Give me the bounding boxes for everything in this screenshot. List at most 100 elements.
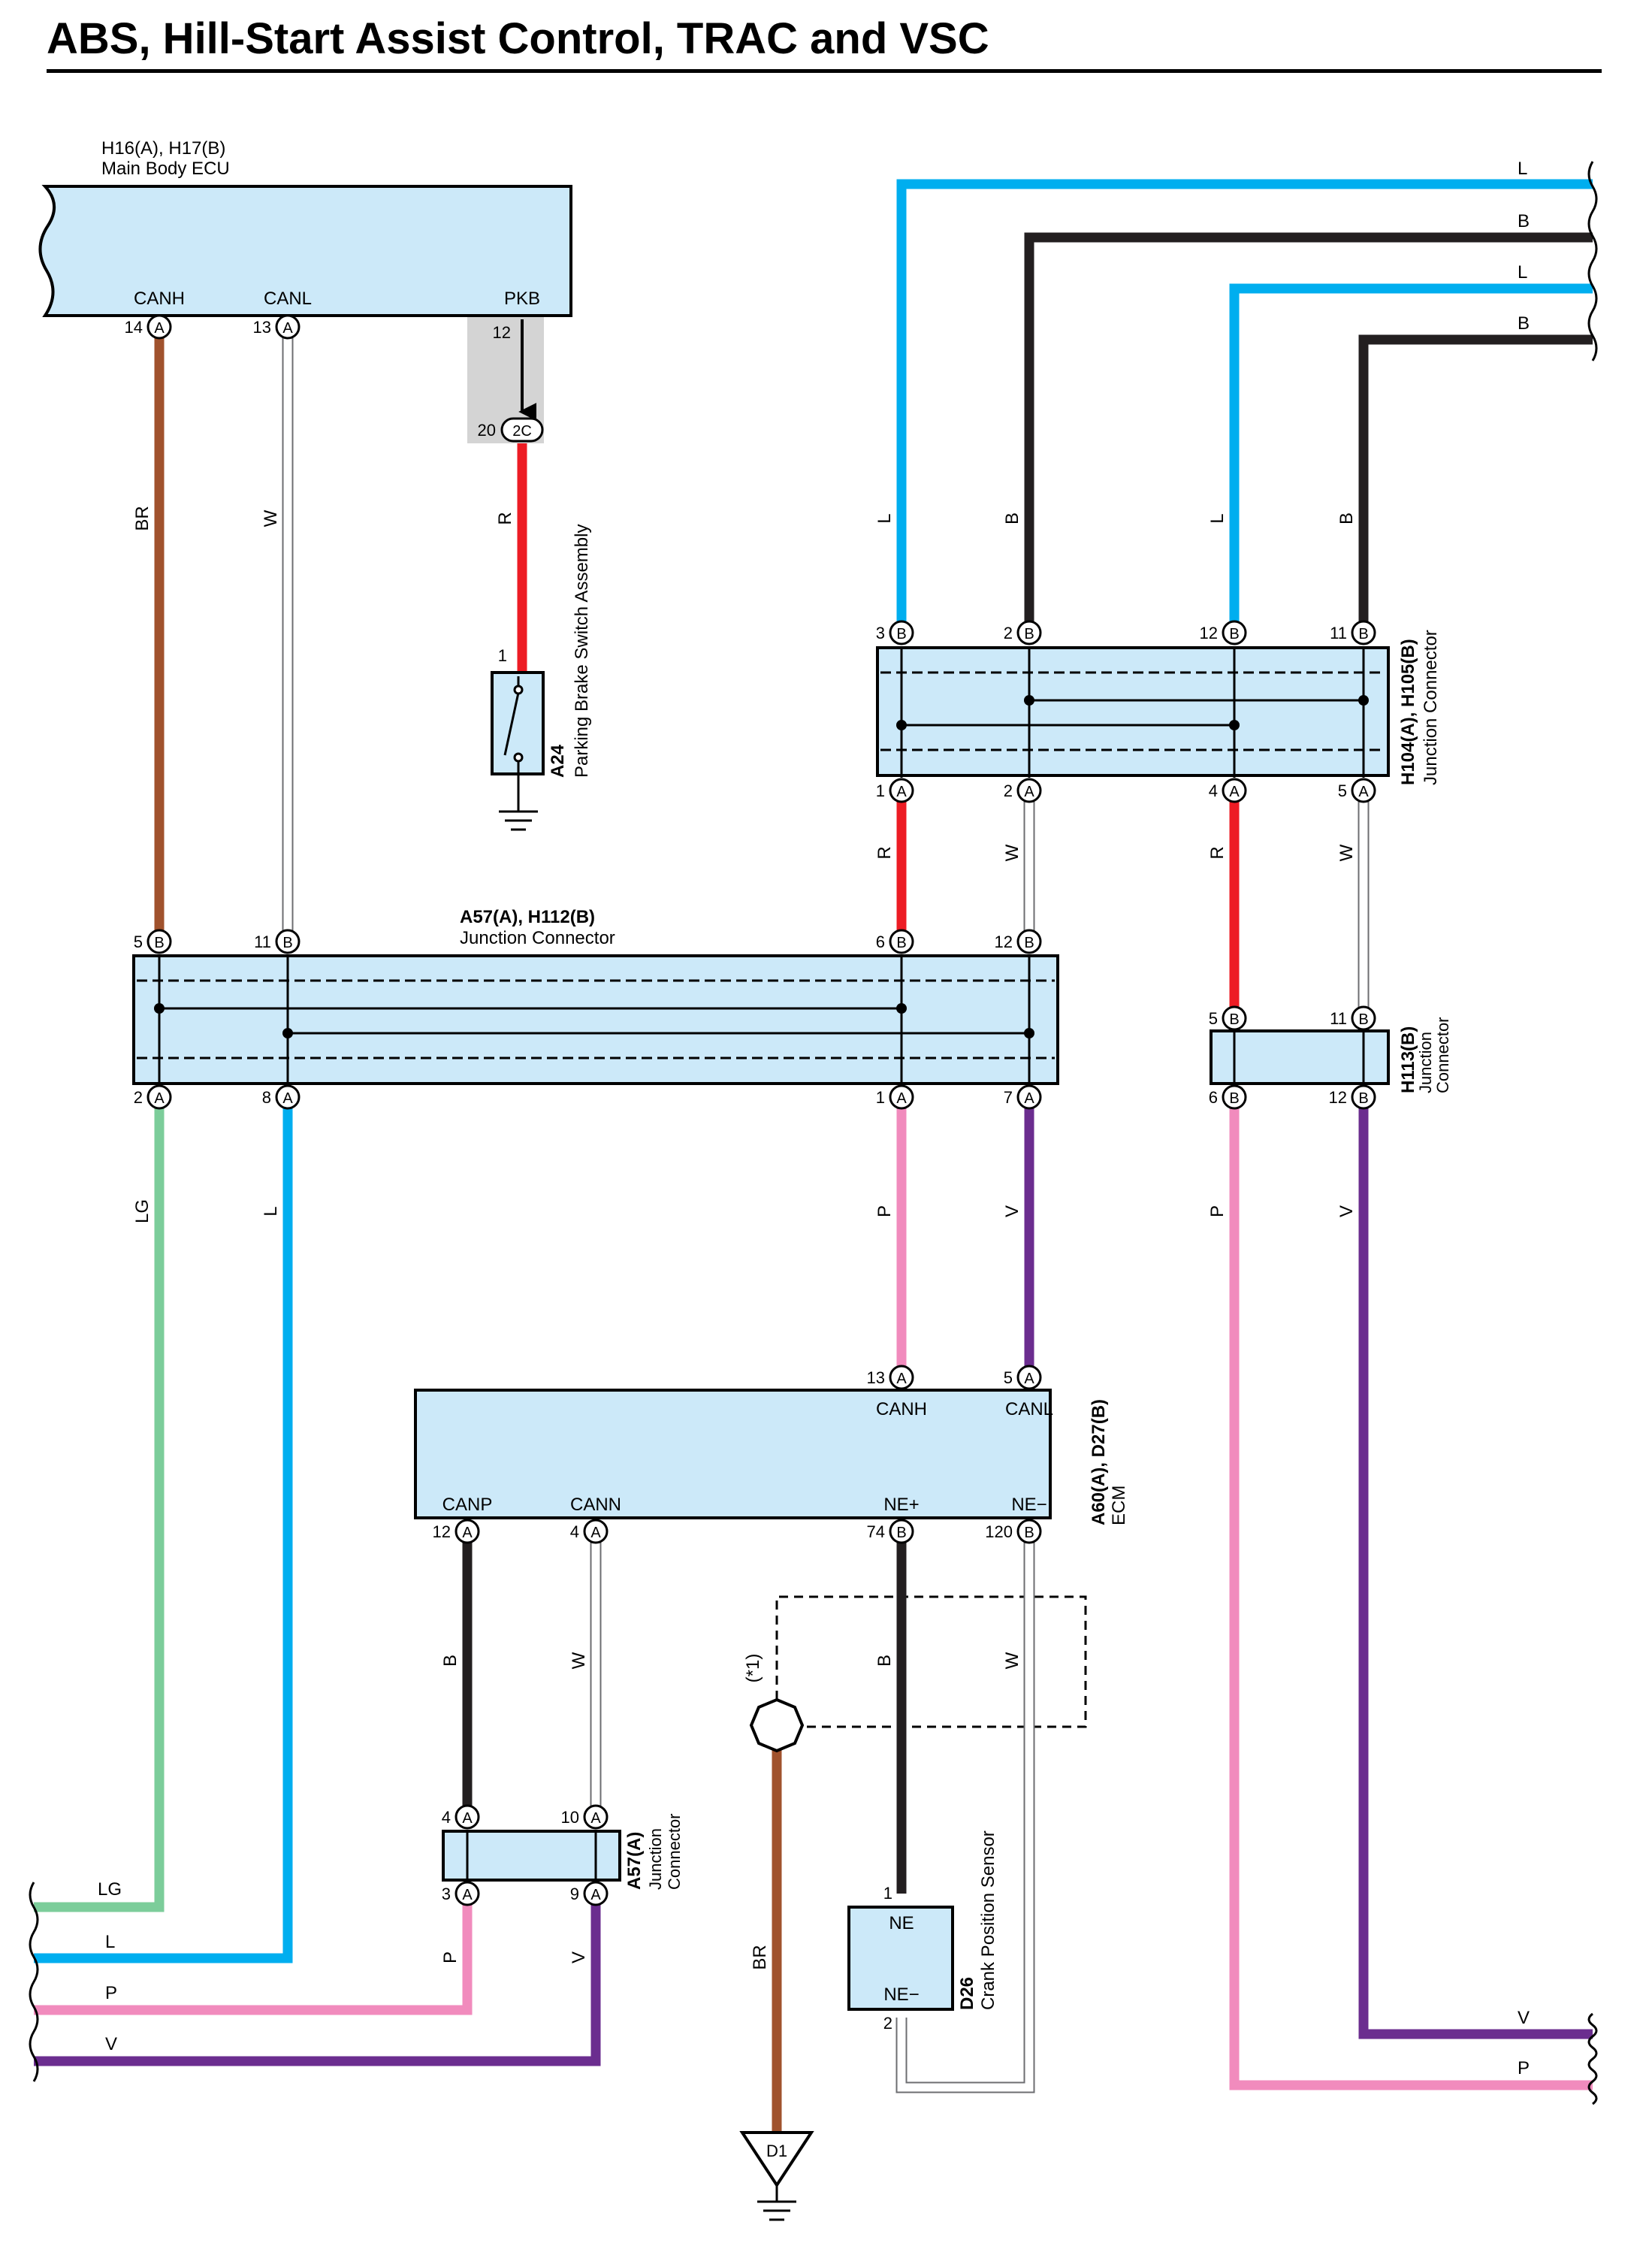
wire-break-mark xyxy=(29,1882,39,2082)
pin-connector-ecm_74 xyxy=(889,1519,914,1544)
parking-switch-name: Parking Brake Switch Assembly xyxy=(572,524,592,778)
switch-blade xyxy=(503,692,520,756)
pin-number-jcu_b4: 4 xyxy=(1209,781,1218,800)
pin-connector-ecm_120 xyxy=(1016,1519,1042,1544)
pin-connector-letter-ecm_12: A xyxy=(462,1525,473,1541)
pin-connector-letter-jcu_12: B xyxy=(1229,626,1239,642)
jc-small-pins xyxy=(1233,1029,1365,1086)
wire-v-right xyxy=(1358,1097,1593,2039)
pin-connector-a57_10 xyxy=(583,1804,609,1830)
pin-connector-a57_9 xyxy=(583,1881,609,1906)
jc-upper-name: Junction Connector xyxy=(1421,630,1441,785)
ecm xyxy=(414,1389,1052,1519)
pin-connector-jcm_b1 xyxy=(889,1084,914,1110)
pin-connector-ecm_12 xyxy=(455,1519,480,1544)
wire-color-label-w_w3: W xyxy=(1336,844,1357,861)
edge-label-p: P xyxy=(105,1983,117,2003)
ecm-pin-canh: CANH xyxy=(876,1399,927,1419)
junction-dot xyxy=(896,1003,907,1014)
pin-connector-jcm_b8 xyxy=(275,1084,301,1110)
pin-connector-ecu_canh xyxy=(146,314,172,340)
wire-color-label-w_r1: R xyxy=(495,512,515,524)
wire-b-top2 xyxy=(1358,334,1593,631)
pin-connector-jcm_b2 xyxy=(146,1084,172,1110)
pin-connector-a57_4 xyxy=(455,1804,480,1830)
pin-connector-jcm_6 xyxy=(889,929,914,954)
wire-break-mark xyxy=(1587,2012,1598,2105)
pin-connector-letter-jcu_b4: A xyxy=(1229,784,1240,800)
jc-main-name: Junction Connector xyxy=(460,928,615,948)
jc-main-pins xyxy=(158,954,1031,1086)
pin-connector-letter-ecm_120: B xyxy=(1024,1525,1034,1541)
pin-connector-letter-jcu_b5: A xyxy=(1358,784,1369,800)
pin-number-jcm_b1: 1 xyxy=(876,1088,885,1107)
pin-connector-ecm_4 xyxy=(583,1519,609,1544)
pin-connector-ecu_canl xyxy=(275,314,301,340)
pin-connector-letter-jcm_b1: A xyxy=(896,1090,907,1107)
ecm-pin-canl: CANL xyxy=(1005,1399,1053,1419)
wire-break-mark xyxy=(1587,161,1598,361)
pin-connector-jcs_6 xyxy=(1222,1084,1247,1110)
shield-node xyxy=(749,1697,805,1753)
pin-number-ecm_13: 13 xyxy=(867,1368,885,1387)
pin-connector-letter-jcm_5: B xyxy=(154,935,164,951)
ecu-pin-canh: CANH xyxy=(134,289,185,309)
pin-connector-jcs_11 xyxy=(1351,1005,1376,1031)
jc-main xyxy=(132,954,1059,1085)
ground-d1-triangle xyxy=(739,2131,814,2188)
ecu-pin-canl: CANL xyxy=(264,289,312,309)
pin-number-jcm_b7: 7 xyxy=(1004,1088,1013,1107)
pin-connector-letter-2c: 2C xyxy=(512,423,532,440)
wire-color-label-w_b1: B xyxy=(1002,512,1022,524)
main-body-ecu-code: H16(A), H17(B) xyxy=(101,138,225,159)
shield-note: (*1) xyxy=(743,1654,763,1683)
ecm-pin-ne-plus: NE+ xyxy=(883,1495,919,1515)
ground-d1-label: D1 xyxy=(766,2142,787,2160)
pin-number-jcm_11: 11 xyxy=(254,933,271,951)
pin-number-jcu_3: 3 xyxy=(876,624,885,642)
wire-color-label-w_w2: W xyxy=(1002,844,1022,861)
wire-color-label-w_r3: R xyxy=(1207,846,1228,859)
pin-number-jcu_b2: 2 xyxy=(1004,781,1013,800)
title-rule xyxy=(47,69,1602,73)
pin-connector-jcu_3 xyxy=(889,620,914,645)
pin-connector-jcm_5 xyxy=(146,929,172,954)
wire-color-label-w_w4: W xyxy=(569,1652,589,1669)
page-title: ABS, Hill-Start Assist Control, TRAC and… xyxy=(47,14,989,63)
pin-number-a57_10: 10 xyxy=(561,1808,579,1827)
pin-connector-jcu_11 xyxy=(1351,620,1376,645)
junction-dot xyxy=(282,1028,293,1038)
pin-connector-letter-ecm_4: A xyxy=(590,1525,601,1541)
pin-connector-letter-a57_4: A xyxy=(462,1810,473,1827)
jc-a57-name: Junction xyxy=(646,1828,665,1890)
pin-number-ecm_120: 120 xyxy=(985,1522,1013,1541)
wire-p-a57 xyxy=(34,1894,473,2015)
pin-connector-jcm_b7 xyxy=(1016,1084,1042,1110)
wire-lg-left xyxy=(34,1097,165,1912)
wire-color-label-w_b4: B xyxy=(874,1655,895,1667)
pin-number-jcu_2: 2 xyxy=(1004,624,1013,642)
wire-color-label-w_r2: R xyxy=(874,846,895,859)
pin-number-ecu_canh: 14 xyxy=(125,318,143,337)
wire-p-right xyxy=(1229,1097,1593,2090)
pin-number-jcm_b2: 2 xyxy=(134,1088,143,1107)
edge-label-l: L xyxy=(105,1932,115,1952)
edge-label-v: V xyxy=(105,2034,117,2054)
pin-connector-letter-jcs_6: B xyxy=(1229,1090,1239,1107)
pin-connector-letter-jcu_2: B xyxy=(1024,626,1034,642)
pin-connector-jcs_5 xyxy=(1222,1005,1247,1031)
jc-upper-code: H104(A), H105(B) xyxy=(1398,639,1418,785)
wire-l-left xyxy=(34,1097,293,1963)
pin-connector-letter-a57_3: A xyxy=(462,1887,473,1903)
jc-small-name: Connector xyxy=(1433,1017,1452,1093)
jc-small-name: Junction xyxy=(1416,1032,1435,1093)
edge-label-l: L xyxy=(1518,159,1527,179)
pin-connector-letter-ecu_canh: A xyxy=(154,320,165,337)
pin-connector-jcu_b1 xyxy=(889,778,914,803)
wire-color-label-w_w5: W xyxy=(1002,1652,1022,1669)
junction-dot xyxy=(1229,720,1240,730)
pin-number-a57_9: 9 xyxy=(570,1885,579,1903)
wire-color-label-w_br2: BR xyxy=(750,1945,770,1969)
pin-connector-letter-jcu_b1: A xyxy=(896,784,907,800)
